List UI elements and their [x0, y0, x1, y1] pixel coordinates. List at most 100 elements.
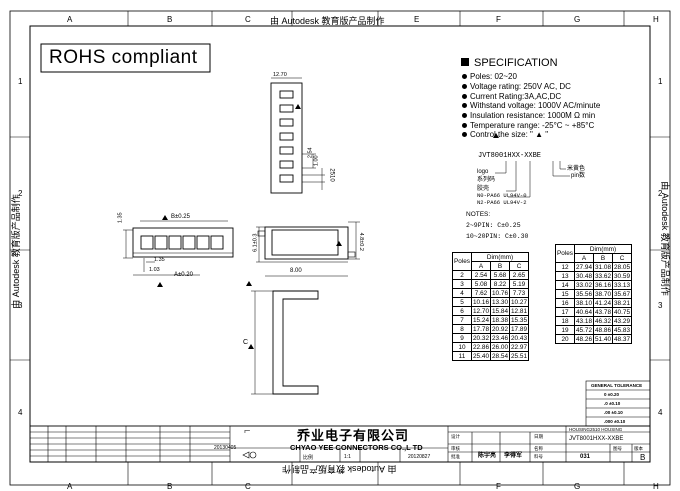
- part-code-series: 系列码: [477, 177, 496, 183]
- tb-label-name: 名称: [534, 446, 543, 451]
- dim-pin-width: 1.00: [313, 155, 320, 167]
- dim-cell: 48.37: [612, 334, 632, 344]
- dim-a: A±0.20: [174, 272, 193, 278]
- part-code-mat2: N2-PA66 UL94V-2: [477, 199, 527, 206]
- scale-value: 1:1: [344, 454, 351, 460]
- dim-cell: 28.05: [612, 262, 632, 272]
- watermark-bottom: 由 Autodesk 教育版产品制作: [282, 464, 397, 474]
- tb-label-approve: 批准: [451, 454, 460, 459]
- header-poles: Poles: [555, 244, 575, 263]
- watermark-left: 由 Autodesk 教育版产品制作: [10, 194, 21, 309]
- zone-col-c: C: [245, 15, 251, 24]
- poles-cell: 6: [452, 306, 472, 316]
- tb-label-partno: 料号: [534, 454, 543, 459]
- poles-cell: 13: [555, 271, 575, 281]
- dim-cell: 2.65: [509, 270, 529, 280]
- bullet-dot: [462, 123, 467, 129]
- poles-cell: 14: [555, 280, 575, 290]
- dim-135-vertical: 1.35: [117, 212, 124, 224]
- dim-cell: 43.29: [612, 316, 632, 326]
- dim-cell: 23.46: [490, 333, 510, 343]
- dim-cell: 36.16: [593, 280, 613, 290]
- poles-cell: 8: [452, 324, 472, 334]
- title-block-grid: [29, 425, 651, 463]
- dim-cell: 48.86: [593, 325, 613, 335]
- dim-cell: 38.70: [593, 289, 613, 299]
- poles-cell: 7: [452, 315, 472, 325]
- part-code-pins: pin数: [571, 173, 586, 179]
- dim-cell: 17.89: [509, 324, 529, 334]
- dim-cell: 45.72: [574, 325, 594, 335]
- bullet-dot: [462, 132, 467, 138]
- spec-control-size: Control the size: " ▲ ": [470, 130, 549, 139]
- company-name-en: CHYAO YEE CONNECTORS CO.,L TD: [290, 443, 423, 452]
- dim-cell: 2.54: [471, 270, 491, 280]
- zone-row-4-right: 4: [658, 408, 663, 417]
- rohs-box: [40, 43, 211, 73]
- part-number-top: HOUSING2510 HOUSING: [569, 427, 623, 432]
- zone-col-a: A: [67, 15, 73, 24]
- part-code: JVT8001HXX-XXBE: [478, 152, 542, 160]
- tolerance-table: [585, 380, 651, 427]
- zone-col-h: H: [653, 15, 659, 24]
- dim-cell: 12.81: [509, 306, 529, 316]
- dim-cell: 12.70: [471, 306, 491, 316]
- spec-item: Withstand voltage: 1000V AC/minute: [462, 101, 600, 110]
- dim-cell: 26.00: [490, 342, 510, 352]
- poles-cell: 12: [555, 262, 575, 272]
- side-view: [256, 221, 360, 277]
- bullet-dot: [462, 103, 467, 109]
- designer-name: 陈宇亮: [478, 453, 497, 459]
- spec-insulation: Insulation resistance: 1000M Ω min: [470, 111, 596, 120]
- spec-current: Current Rating:3A,AC,DC: [470, 92, 562, 101]
- bottom-view: [251, 290, 319, 395]
- dim-cell: 15.35: [509, 315, 529, 325]
- part-code-logo: logo: [477, 169, 489, 175]
- sheet-number: 031: [580, 454, 591, 460]
- zone-row-3: 3: [18, 301, 23, 310]
- dim-b: B±0.25: [171, 214, 190, 220]
- dim-top-width: 12.70: [273, 72, 287, 78]
- control-size-markers: [157, 104, 499, 349]
- bullet-dot: [462, 84, 467, 90]
- dim-cell: 18.38: [490, 315, 510, 325]
- dim-cell: 5.19: [509, 279, 529, 289]
- dim-103: 1.03: [149, 267, 160, 273]
- outer-frame: [9, 10, 671, 486]
- zone-row-1: 1: [18, 77, 23, 86]
- spec-temperature: Temperature range: -25°C ~ +85°C: [470, 121, 595, 130]
- company-logo-mark: ⌐: [244, 425, 251, 437]
- dim-cell: 17.78: [471, 324, 491, 334]
- spec-item: Voltage rating: 250V AC, DC: [462, 82, 571, 91]
- dim-cell: 33.13: [612, 280, 632, 290]
- poles-cell: 15: [555, 289, 575, 299]
- dim-cell: 20.92: [490, 324, 510, 334]
- poles-cell: 20: [555, 334, 575, 344]
- header-poles: Poles: [452, 252, 472, 271]
- dim-cell: 8.22: [490, 279, 510, 289]
- poles-cell: 10: [452, 342, 472, 352]
- zone-col-a-bottom: A: [67, 482, 73, 491]
- spec-item: Insulation resistance: 1000M Ω min: [462, 111, 595, 120]
- spec-title: SPECIFICATION: [474, 57, 558, 69]
- dim-cell: 15.24: [471, 315, 491, 325]
- poles-cell: 17: [555, 307, 575, 317]
- part-code-color: 米黄色: [567, 166, 586, 172]
- zone-col-b: B: [167, 15, 173, 24]
- part-number: JVT8001HXX-XXBE: [569, 436, 624, 442]
- dim-cell: 33.02: [574, 280, 594, 290]
- tb-label-design: 设计: [451, 434, 460, 439]
- front-view: [123, 220, 234, 276]
- tolerance-row: .000 ±0.10: [604, 419, 626, 424]
